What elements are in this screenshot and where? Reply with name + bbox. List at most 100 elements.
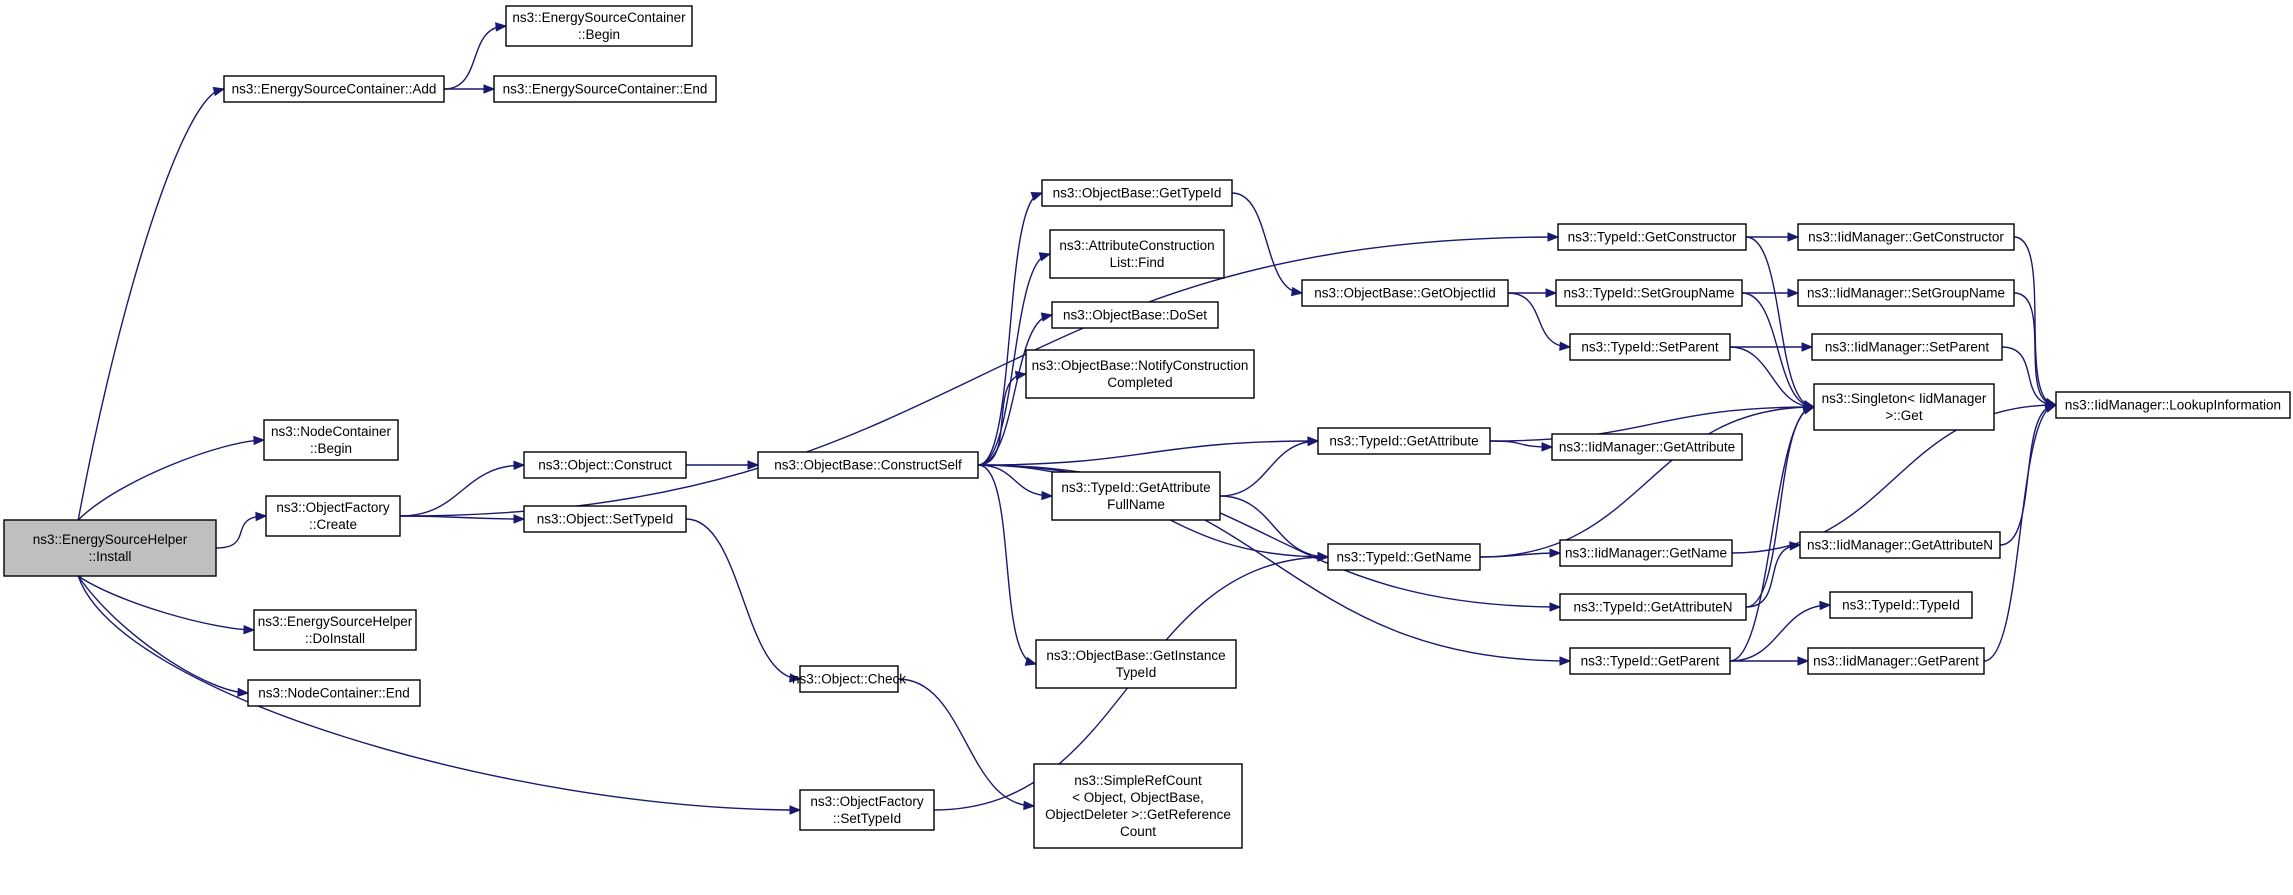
node-box: [1813, 383, 1995, 431]
edge-arrowhead: [1041, 490, 1054, 501]
node-box: [3, 519, 217, 577]
node-label: ns3::Object::Check: [792, 672, 906, 687]
node-box: [1555, 279, 1743, 307]
node-box: [1035, 639, 1237, 689]
edge-arrowhead: [255, 511, 268, 522]
node-ob_gettypeid[interactable]: ns3::ObjectBase::GetTypeId: [1041, 179, 1233, 207]
node-box: [1551, 433, 1743, 461]
node-install[interactable]: ns3::EnergySourceHelper::Install: [3, 519, 217, 577]
edge-arrowhead: [1802, 405, 1816, 415]
edge-iid_getparent-to-iid_lookup: [1983, 404, 2057, 662]
node-tid_setgroupname[interactable]: ns3::TypeId::SetGroupName: [1555, 279, 1743, 307]
node-obj_settypeid[interactable]: ns3::Object::SetTypeId: [523, 505, 687, 533]
edge-tid_getname-to-singleton_get: [1479, 406, 1815, 558]
node-label: Completed: [1107, 375, 1172, 390]
edge-ob_constructself-to-tid_getattrfull: [977, 464, 1053, 497]
edge-arrowhead: [1547, 232, 1560, 242]
node-iid_lookup[interactable]: ns3::IidManager::LookupInformation: [2055, 391, 2291, 419]
node-box: [1051, 301, 1219, 329]
node-box: [1033, 763, 1243, 849]
node-iid_setparent[interactable]: ns3::IidManager::SetParent: [1811, 333, 2003, 361]
node-label: ns3::ObjectFactory: [810, 794, 924, 809]
node-label: ns3::IidManager::GetAttribute: [1559, 440, 1735, 455]
edge-arrowhead: [2044, 403, 2058, 413]
node-box: [799, 665, 899, 693]
edge-arrowhead: [1024, 656, 1038, 666]
edge-tid_setparent-to-singleton_get: [1729, 346, 1815, 408]
node-box: [1797, 223, 2015, 251]
node-iid_setgroupname[interactable]: ns3::IidManager::SetGroupName: [1797, 279, 2015, 307]
node-tid_getattributen[interactable]: ns3::TypeId::GetAttributeN: [1559, 593, 1747, 621]
node-box: [265, 495, 401, 537]
node-obj_check[interactable]: ns3::Object::Check: [792, 665, 906, 693]
node-box: [1025, 349, 1255, 399]
edge-tid_getparent-to-singleton_get: [1729, 406, 1815, 662]
node-tid_getparent[interactable]: ns3::TypeId::GetParent: [1569, 647, 1731, 675]
node-tid_getname[interactable]: ns3::TypeId::GetName: [1327, 543, 1481, 571]
node-label: ::SetTypeId: [833, 811, 901, 826]
node-of_create[interactable]: ns3::ObjectFactory::Create: [265, 495, 401, 537]
node-label: ns3::SimpleRefCount: [1074, 773, 1202, 788]
edge-iid_getconstructor-to-iid_lookup: [2013, 236, 2057, 406]
node-box: [1557, 223, 1747, 251]
node-label: >::Get: [1885, 408, 1922, 423]
edge-ob_getobjectiid-to-tid_setparent: [1507, 292, 1571, 348]
node-tid_setparent[interactable]: ns3::TypeId::SetParent: [1569, 333, 1731, 361]
node-label: ns3::ObjectBase::GetObjectIid: [1314, 286, 1496, 301]
node-nc_begin[interactable]: ns3::NodeContainer::Begin: [263, 419, 399, 461]
edge-ob_constructself-to-ob_doset: [977, 314, 1053, 466]
node-src_getref[interactable]: ns3::SimpleRefCount< Object, ObjectBase,…: [1033, 763, 1243, 849]
node-ob_constructself[interactable]: ns3::ObjectBase::ConstructSelf: [757, 451, 979, 479]
node-iid_getattribute[interactable]: ns3::IidManager::GetAttribute: [1551, 433, 1743, 461]
node-box: [253, 609, 417, 651]
node-singleton_get[interactable]: ns3::Singleton< IidManager>::Get: [1813, 383, 1995, 431]
node-esc_add[interactable]: ns3::EnergySourceContainer::Add: [223, 75, 445, 103]
node-label: ns3::EnergySourceContainer: [512, 10, 686, 25]
node-box: [493, 75, 717, 103]
edge-install-to-esh_doinstall: [77, 575, 255, 631]
edge-tid_getconstructor-to-singleton_get: [1745, 236, 1815, 408]
node-label: ns3::ObjectBase::GetInstance: [1046, 648, 1225, 663]
node-ob_getobjectiid[interactable]: ns3::ObjectBase::GetObjectIid: [1301, 279, 1509, 307]
node-box: [1041, 179, 1233, 207]
edge-iid_getname-to-iid_lookup: [1731, 404, 2057, 554]
edge-install-to-esc_add: [77, 88, 225, 521]
node-layer: ns3::EnergySourceHelper::Installns3::Ene…: [3, 5, 2291, 849]
edge-arrowhead: [495, 22, 508, 32]
node-tid_getattribute[interactable]: ns3::TypeId::GetAttribute: [1317, 427, 1491, 455]
edge-arrowhead: [1787, 288, 1800, 298]
node-box: [1569, 647, 1731, 675]
node-of_settypeid[interactable]: ns3::ObjectFactory::SetTypeId: [799, 789, 935, 831]
edge-arrowhead: [747, 460, 760, 470]
node-tid_getconstructor[interactable]: ns3::TypeId::GetConstructor: [1557, 223, 1747, 251]
edge-arrowhead: [1549, 548, 1562, 558]
node-label: ns3::Object::SetTypeId: [537, 512, 674, 527]
node-tid_typeid[interactable]: ns3::TypeId::TypeId: [1829, 591, 1973, 619]
node-iid_getattributen[interactable]: ns3::IidManager::GetAttributeN: [1799, 531, 2001, 559]
node-iid_getconstructor[interactable]: ns3::IidManager::GetConstructor: [1797, 223, 2015, 251]
edge-arrowhead: [1040, 312, 1054, 322]
node-iid_getname[interactable]: ns3::IidManager::GetName: [1559, 539, 1733, 567]
edge-of_create-to-tid_getconstructor: [399, 236, 1559, 517]
edge-arrowhead: [1030, 192, 1044, 201]
node-label: ns3::ObjectBase::DoSet: [1063, 308, 1207, 323]
node-esc_begin[interactable]: ns3::EnergySourceContainer::Begin: [505, 5, 693, 47]
edge-tid_getattribute-to-singleton_get: [1489, 406, 1815, 442]
edge-arrowhead: [789, 805, 802, 815]
node-esh_doinstall[interactable]: ns3::EnergySourceHelper::DoInstall: [253, 609, 417, 651]
edge-arrowhead: [1801, 342, 1814, 352]
node-obj_construct[interactable]: ns3::Object::Construct: [523, 451, 687, 479]
node-nc_end[interactable]: ns3::NodeContainer::End: [247, 679, 421, 707]
node-label: ::Create: [309, 517, 357, 532]
node-iid_getparent[interactable]: ns3::IidManager::GetParent: [1807, 647, 1985, 675]
node-box: [223, 75, 445, 103]
node-ob_doset[interactable]: ns3::ObjectBase::DoSet: [1051, 301, 1219, 329]
node-label: ObjectDeleter >::GetReference: [1045, 807, 1231, 822]
node-esc_end[interactable]: ns3::EnergySourceContainer::End: [493, 75, 717, 103]
node-ob_notify[interactable]: ns3::ObjectBase::NotifyConstructionCompl…: [1025, 349, 1255, 399]
edge-arrowhead: [1307, 436, 1320, 447]
node-box: [799, 789, 935, 831]
